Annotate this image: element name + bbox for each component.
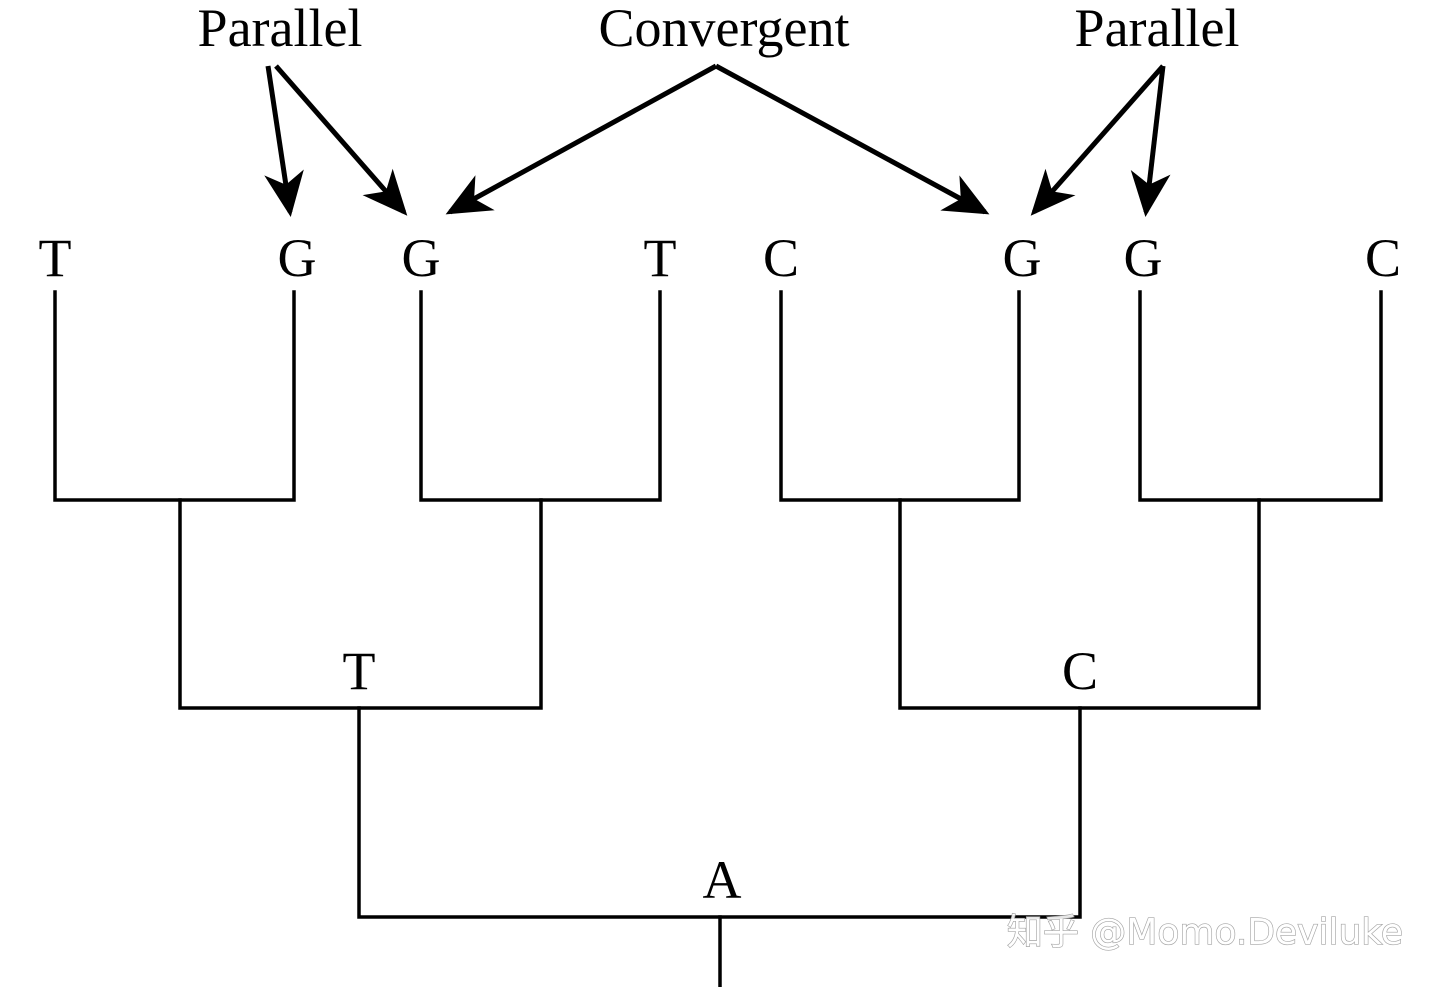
annotation-parallel-left: Parallel (198, 0, 363, 58)
arrow-convergent-to-tip-3 (445, 63, 718, 215)
node-label-left-clade: T (343, 641, 376, 701)
cherry-4 (1138, 290, 1383, 502)
arrow-parallel-left-to-tip-2 (264, 65, 304, 217)
tip-label-3: G (402, 228, 441, 288)
cherry-2 (419, 290, 662, 502)
watermark: 知乎 @Momo.Deviluke (1007, 912, 1403, 953)
tip-label-6: G (1003, 228, 1042, 288)
arrow-parallel-left-to-tip-3 (274, 64, 408, 216)
node-label-root: A (703, 850, 742, 910)
tip-label-8: C (1365, 228, 1401, 288)
annotation-parallel-right: Parallel (1075, 0, 1240, 58)
tip-label-4: T (644, 228, 677, 288)
cherry-1 (53, 290, 296, 502)
annotation-arrows (264, 63, 1171, 217)
arrow-parallel-right-to-tip-6 (1030, 64, 1165, 216)
cherry-3 (779, 290, 1021, 502)
tip-label-2: G (278, 228, 317, 288)
tree-branches (53, 290, 1383, 987)
annotation-convergent: Convergent (599, 0, 850, 58)
arrow-parallel-right-to-tip-7 (1130, 65, 1171, 217)
tip-label-1: T (39, 228, 72, 288)
node-label-right-clade: C (1062, 641, 1098, 701)
tip-label-7: G (1124, 228, 1163, 288)
arrow-convergent-to-tip-6 (714, 63, 990, 215)
tip-label-5: C (763, 228, 799, 288)
